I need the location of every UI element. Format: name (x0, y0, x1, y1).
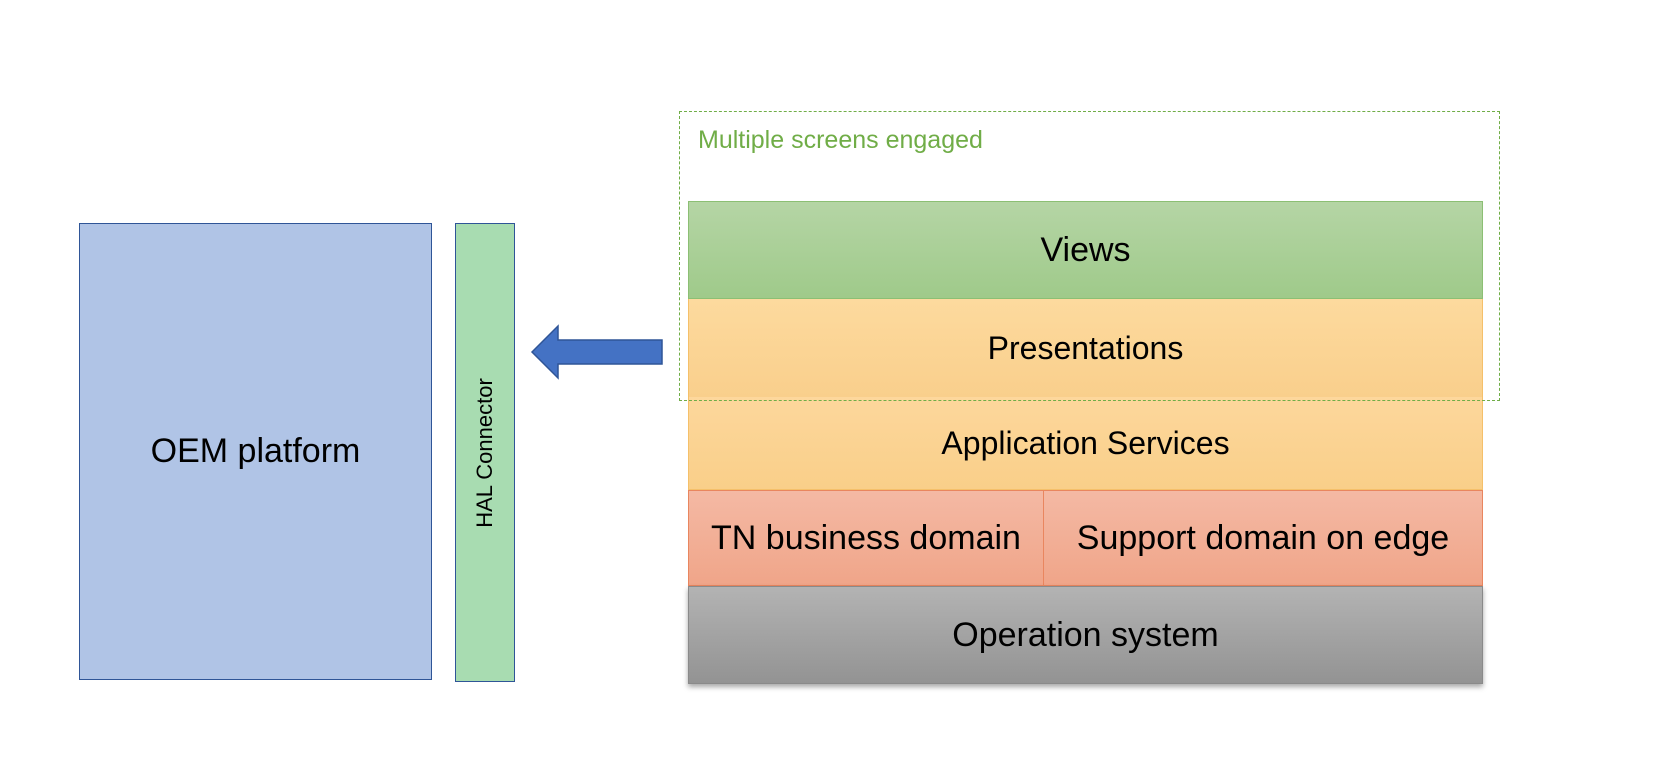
views-layer: Views (688, 201, 1483, 299)
tn-business-domain-label: TN business domain (711, 518, 1021, 557)
presentations-label: Presentations (987, 329, 1184, 366)
hal-connector-box: HAL Connector (455, 223, 515, 682)
left-arrow-icon (530, 324, 663, 380)
presentations-layer: Presentations (688, 299, 1483, 397)
application-services-layer: Application Services (688, 397, 1483, 490)
arrow-shape (530, 324, 663, 380)
multiple-screens-label: Multiple screens engaged (698, 126, 983, 154)
oem-platform-label: OEM platform (150, 432, 361, 470)
oem-platform-box: OEM platform (79, 223, 432, 680)
operation-system-layer: Operation system (688, 586, 1483, 684)
tn-business-domain-layer: TN business domain (688, 490, 1044, 586)
hal-connector-label: HAL Connector (472, 377, 498, 528)
support-domain-layer: Support domain on edge (1044, 490, 1483, 586)
support-domain-label: Support domain on edge (1076, 518, 1450, 557)
views-label: Views (1040, 230, 1131, 269)
operation-system-label: Operation system (952, 615, 1219, 654)
application-services-label: Application Services (941, 424, 1230, 461)
